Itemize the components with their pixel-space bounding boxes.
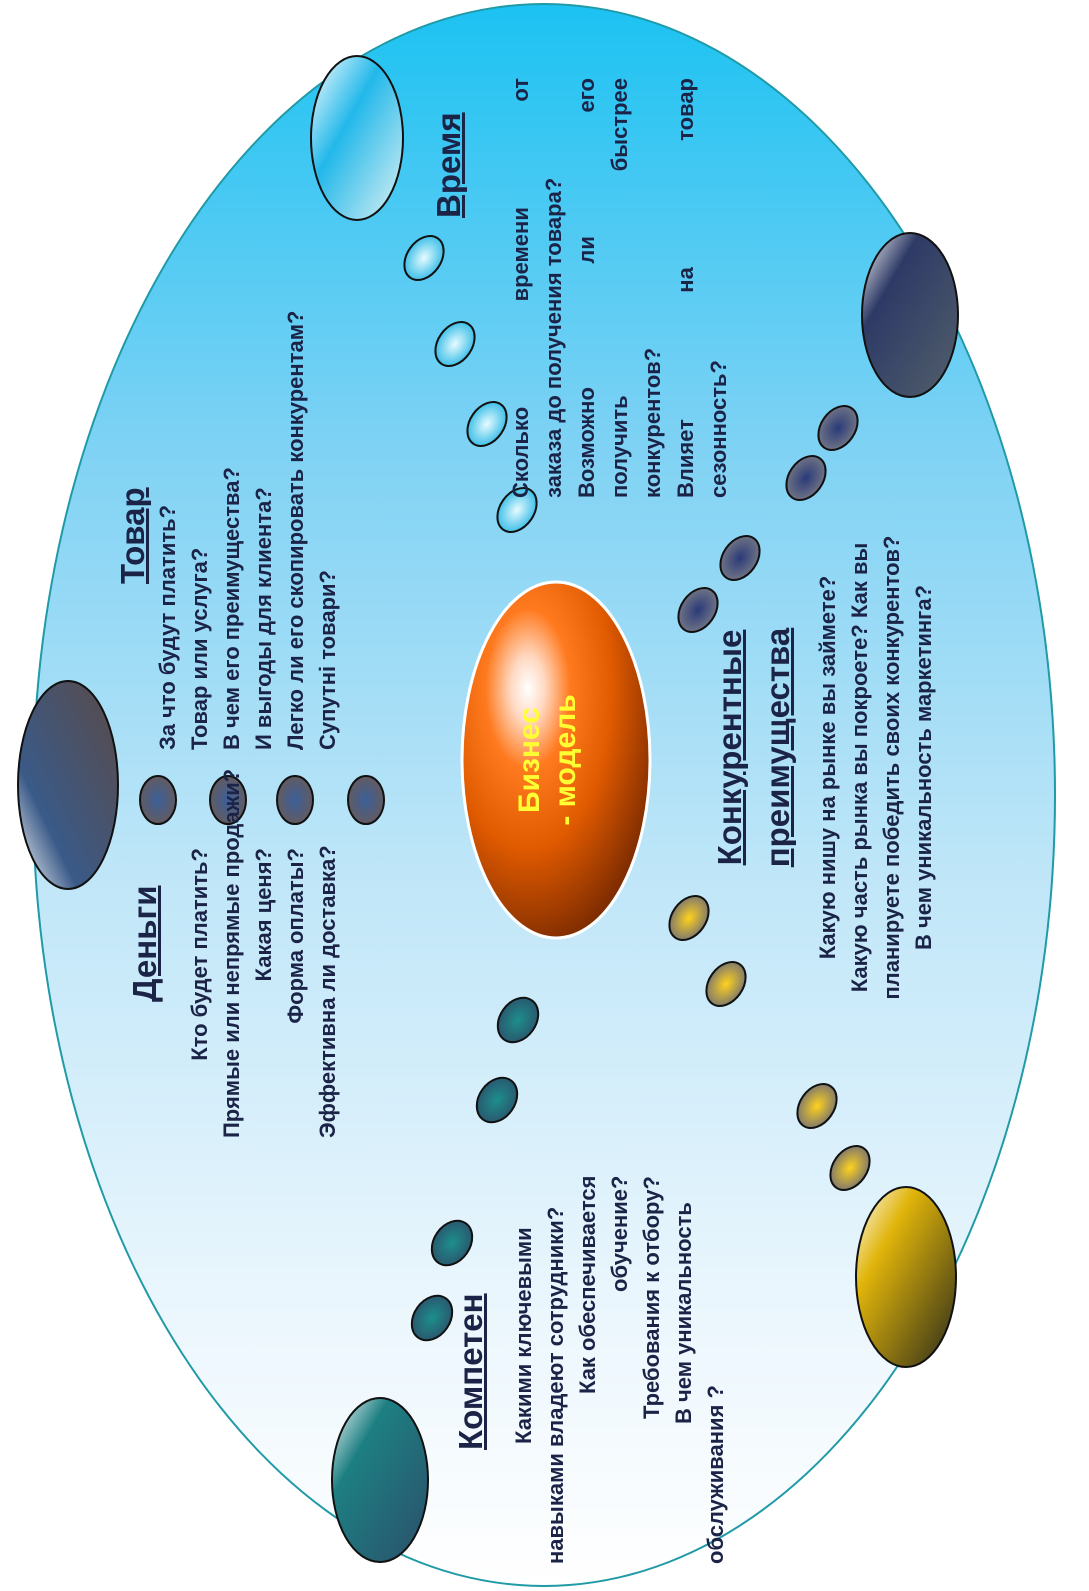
product-title: Товар bbox=[114, 487, 151, 584]
competence-line: обслуживания ? bbox=[703, 1385, 728, 1564]
time-line: получить быстрее bbox=[607, 78, 632, 498]
time-title-block: Время bbox=[430, 88, 468, 218]
large-bubble-teal bbox=[331, 1397, 429, 1563]
competence-title-block: Компетен bbox=[452, 1260, 490, 1450]
center-label-line1: Бизнес bbox=[513, 707, 546, 814]
product-line: Товар или услуга? bbox=[187, 547, 212, 750]
competence-title: Компетен bbox=[452, 1293, 489, 1450]
time-title: Время bbox=[430, 112, 467, 218]
large-bubble-gold bbox=[855, 1186, 957, 1368]
money-line: Прямые или непрямые продажи? bbox=[219, 768, 244, 1138]
center-label-line2: - модель bbox=[549, 694, 582, 826]
small-dot-slate bbox=[209, 775, 247, 825]
time-line: Возможно ли его bbox=[574, 78, 599, 498]
competence-line: Требования к отбору? bbox=[639, 1176, 664, 1419]
small-dot-navy bbox=[817, 405, 859, 451]
center-label: Бизнес - модель bbox=[512, 675, 584, 845]
product-lines: За что будут платить? Товар или услуга? … bbox=[152, 280, 344, 750]
time-line: Влияет на товар bbox=[673, 78, 698, 498]
small-dot-light-blue bbox=[403, 235, 445, 281]
money-line: Какая ценя? bbox=[251, 848, 276, 982]
large-bubble-slate bbox=[17, 680, 119, 890]
money-title-block: Деньги bbox=[126, 862, 164, 1002]
competence-line: Какими ключевыми bbox=[511, 1227, 536, 1444]
competence-lines: Какими ключевыми навыками владеют сотруд… bbox=[508, 1094, 732, 1564]
center-bubble bbox=[460, 580, 652, 940]
small-dot-teal bbox=[496, 996, 540, 1044]
advantages-lines: Какую нишу на рынке вы займете? Какую ча… bbox=[812, 470, 940, 1065]
advantages-line: Какую нишу на рынке вы займете? bbox=[815, 575, 840, 960]
competence-line: Как обеспечивается bbox=[575, 1175, 600, 1394]
small-dot-teal bbox=[430, 1219, 474, 1267]
money-line: Эффективна ли доставка? bbox=[315, 845, 340, 1138]
advantages-line: В чем уникальность маркетинга? bbox=[911, 584, 936, 951]
small-dot-slate bbox=[139, 775, 177, 825]
large-bubble-navy bbox=[861, 232, 959, 398]
small-dot-light-blue bbox=[466, 401, 508, 447]
large-bubble-light-blue bbox=[310, 55, 404, 221]
competence-line: В чем уникальность bbox=[671, 1202, 696, 1424]
small-dot-navy bbox=[785, 455, 827, 501]
money-lines: Кто будет платить? Прямые или непрямые п… bbox=[184, 768, 344, 1138]
small-dot-gold bbox=[796, 1083, 838, 1129]
small-dot-navy bbox=[719, 535, 761, 581]
advantages-line: планируете победить своих конкурентов? bbox=[879, 535, 904, 1000]
product-line: За что будут платить? bbox=[155, 504, 180, 750]
small-dot-teal bbox=[475, 1076, 519, 1124]
small-dot-light-blue bbox=[434, 321, 476, 367]
advantages-title-block: Конкурентные преимущества bbox=[706, 580, 802, 915]
small-dot-slate bbox=[276, 775, 314, 825]
competence-line: обучение? bbox=[607, 1175, 632, 1292]
small-dot-gold bbox=[829, 1145, 871, 1191]
money-line: Форма оплаты? bbox=[283, 848, 308, 1024]
small-dot-light-blue bbox=[496, 487, 538, 533]
time-lines: Сколько времени от заказа до получения т… bbox=[504, 78, 735, 498]
advantages-line: Какую часть рынка вы покроете? Как вы bbox=[847, 542, 872, 993]
advantages-title-line2: преимущества bbox=[759, 627, 796, 868]
product-title-block: Товар bbox=[114, 474, 152, 584]
product-line: Легко ли его скопировать конкурентам? bbox=[283, 310, 308, 750]
advantages-title-line1: Конкурентные bbox=[711, 629, 748, 866]
product-line: И выгоды для клиента? bbox=[251, 487, 276, 750]
product-line: Супутні товари? bbox=[315, 570, 340, 750]
small-dot-gold bbox=[705, 961, 747, 1007]
time-line: сезонность? bbox=[706, 360, 731, 498]
small-dot-slate bbox=[347, 775, 385, 825]
product-line: В чем его преимущества? bbox=[219, 467, 244, 750]
small-dot-teal bbox=[410, 1294, 454, 1342]
money-line: Кто будет платить? bbox=[187, 848, 212, 1061]
small-dot-navy bbox=[677, 587, 719, 633]
money-title: Деньги bbox=[126, 885, 163, 1002]
time-line: конкурентов? bbox=[640, 347, 665, 498]
time-line: Сколько времени от bbox=[508, 78, 533, 498]
competence-line: навыками владеют сотрудники? bbox=[543, 1206, 568, 1564]
small-dot-gold bbox=[668, 895, 710, 941]
time-line: заказа до получения товара? bbox=[541, 177, 566, 498]
